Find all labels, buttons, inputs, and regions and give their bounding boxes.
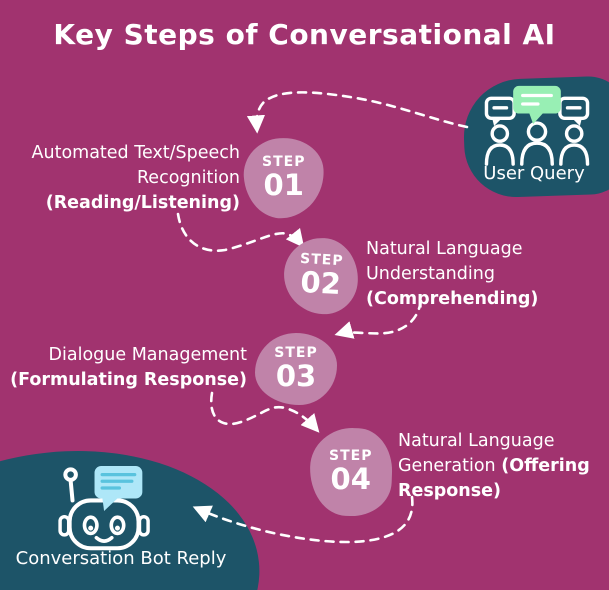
step-3-label: STEP xyxy=(274,345,318,361)
step-4-label: STEP xyxy=(329,448,373,464)
step-3-blob: STEP 03 xyxy=(255,333,337,405)
step-4-blob: STEP 04 xyxy=(308,426,394,518)
step-1-description: Automated Text/Speech Recognition (Readi… xyxy=(32,141,240,216)
group-chat-icon xyxy=(478,84,596,170)
step-4-line2: Generation (Offering xyxy=(398,456,590,476)
step-2-line2: Understanding xyxy=(366,264,495,284)
step-1-line3: (Reading/Listening) xyxy=(45,193,240,213)
step-2-number: 02 xyxy=(299,264,342,302)
step-1-line1: Automated Text/Speech xyxy=(31,143,240,163)
step-4-number: 04 xyxy=(330,462,372,496)
arrow-step2-to-step3 xyxy=(334,299,423,339)
step-2-description: Natural Language Understanding (Comprehe… xyxy=(366,237,538,312)
step-2-line1: Natural Language xyxy=(366,239,523,259)
step-3-description: Dialogue Management (Formulating Respons… xyxy=(10,343,247,393)
step-4-line1: Natural Language xyxy=(398,431,555,451)
step-3-line1: Dialogue Management xyxy=(48,345,247,365)
arrow-step1-to-step2 xyxy=(176,212,305,252)
step-3-line2: (Formulating Response) xyxy=(10,370,247,390)
user-query-label: User Query xyxy=(483,163,585,184)
step-4-line3: Response) xyxy=(398,481,502,501)
bot-reply-label: Conversation Bot Reply xyxy=(15,548,227,569)
step-1-line2: Recognition xyxy=(136,168,240,188)
step-2-line3: (Comprehending) xyxy=(366,289,539,309)
page-title: Key Steps of Conversational AI xyxy=(53,18,556,51)
step-3-number: 03 xyxy=(275,359,317,393)
arrow-step4-to-bot xyxy=(192,495,414,544)
step-1-number: 01 xyxy=(263,168,305,202)
step-1-label: STEP xyxy=(262,154,306,170)
robot-icon xyxy=(56,466,156,558)
arrow-step3-to-step4 xyxy=(209,391,320,433)
arrow-userquery-to-step1 xyxy=(246,91,469,134)
step-4-description: Natural Language Generation (Offering Re… xyxy=(398,429,590,504)
